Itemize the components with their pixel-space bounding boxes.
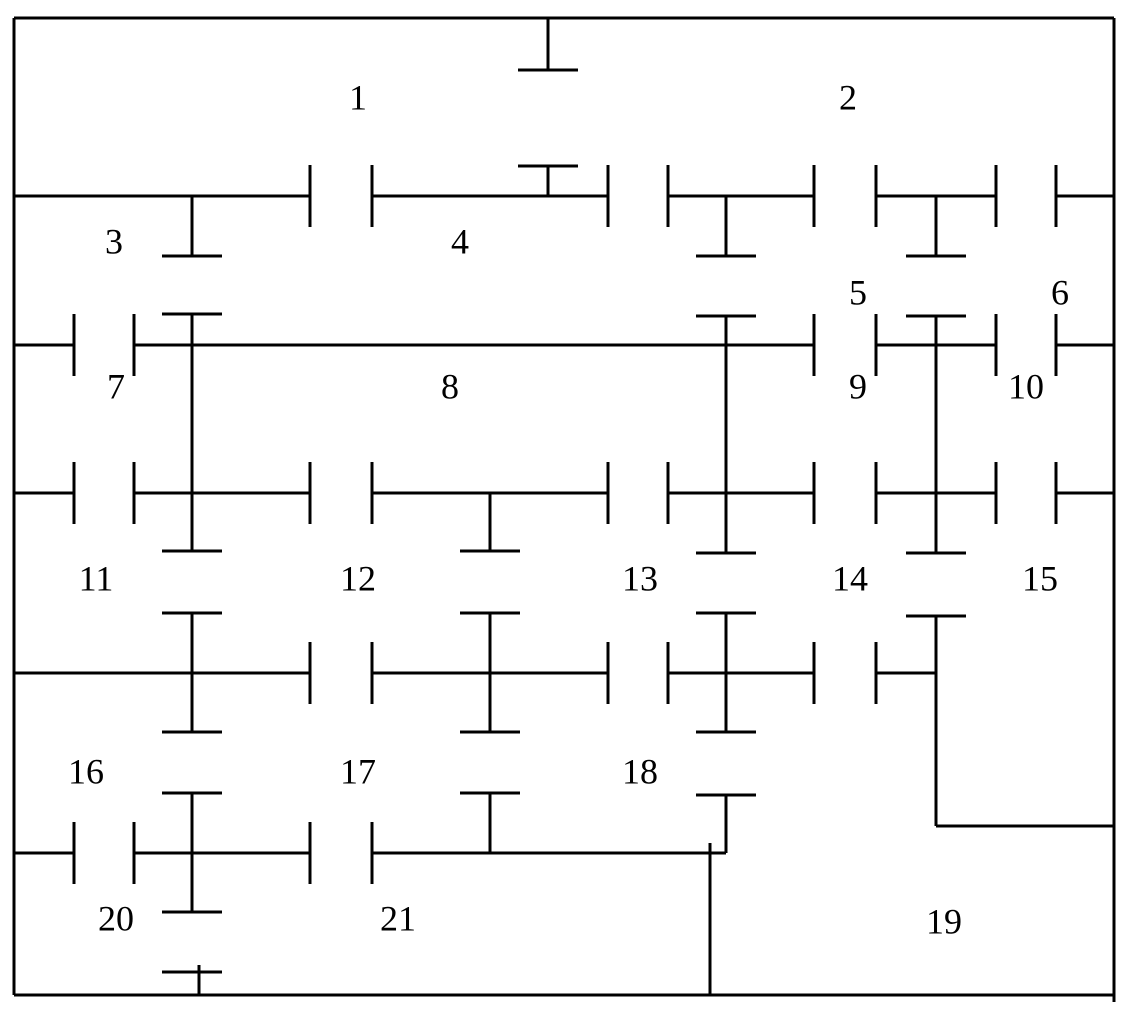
room-label-8: 8 [441, 366, 459, 406]
room-label-11: 11 [79, 558, 114, 598]
room-label-14: 14 [832, 558, 868, 598]
walls [12, 16, 1116, 1002]
room-label-2: 2 [839, 77, 857, 117]
room-label-12: 12 [340, 558, 376, 598]
room-label-9: 9 [849, 366, 867, 406]
room-label-7: 7 [107, 366, 125, 406]
room-label-1: 1 [349, 77, 367, 117]
room-label-20: 20 [98, 898, 134, 938]
room-label-5: 5 [849, 272, 867, 312]
room-label-15: 15 [1022, 558, 1058, 598]
room-label-3: 3 [105, 221, 123, 261]
room-labels: 1 2 3 4 5 6 7 8 9 10 11 12 13 14 15 16 1… [68, 77, 1069, 941]
room-label-18: 18 [622, 751, 658, 791]
room-label-4: 4 [451, 221, 469, 261]
room-label-16: 16 [68, 751, 104, 791]
room-label-10: 10 [1008, 366, 1044, 406]
room-label-19: 19 [926, 901, 962, 941]
room-label-21: 21 [380, 898, 416, 938]
room-label-17: 17 [340, 751, 376, 791]
room-label-13: 13 [622, 558, 658, 598]
room-label-6: 6 [1051, 272, 1069, 312]
